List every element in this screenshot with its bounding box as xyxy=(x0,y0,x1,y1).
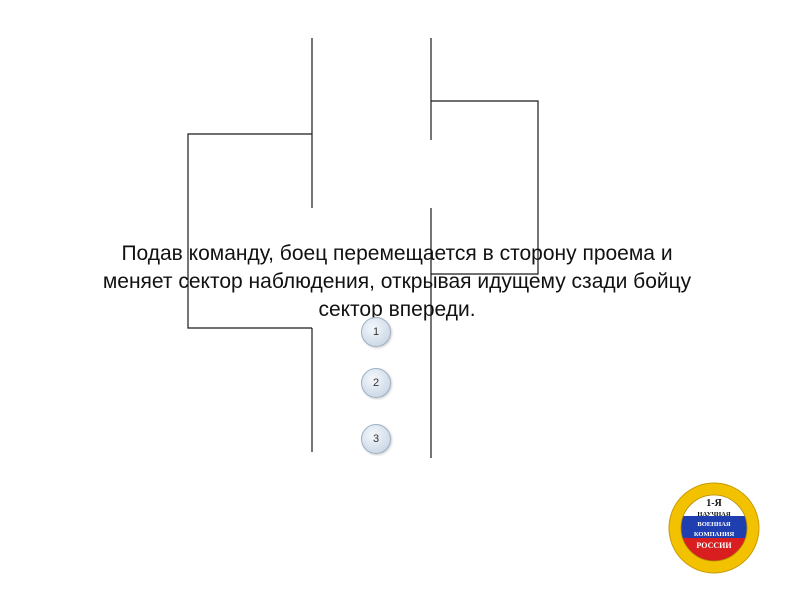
organization-logo: 1-Я НАУЧНАЯ ВОЕННАЯ КОМПАНИЯ РОССИИ xyxy=(668,482,760,574)
logo-line-5: РОССИИ xyxy=(696,541,732,550)
left-room-outline xyxy=(187,133,312,329)
logo-blue-band xyxy=(681,516,747,538)
instruction-line-3: сектор впереди. xyxy=(318,298,476,321)
right-room-outline xyxy=(431,100,539,275)
logo-line-4: КОМПАНИЯ xyxy=(694,531,735,538)
logo-line-1: 1-Я xyxy=(706,498,722,509)
logo-red-band xyxy=(681,538,747,561)
instruction-line-2: меняет сектор наблюдения, открывая идуще… xyxy=(102,270,692,293)
fighter-3-marker: 3 xyxy=(361,424,391,454)
logo-line-2: НАУЧНАЯ xyxy=(697,511,730,518)
logo-line-3: ВОЕННАЯ xyxy=(697,521,731,528)
fighter-2-marker: 2 xyxy=(361,368,391,398)
fighter-1-marker: 1 xyxy=(361,317,391,347)
instruction-line-1: Подав команду, боец перемещается в сторо… xyxy=(121,242,673,265)
logo-white-band xyxy=(681,495,747,516)
instruction-text: Подав команду, боец перемещается в сторо… xyxy=(40,240,754,324)
